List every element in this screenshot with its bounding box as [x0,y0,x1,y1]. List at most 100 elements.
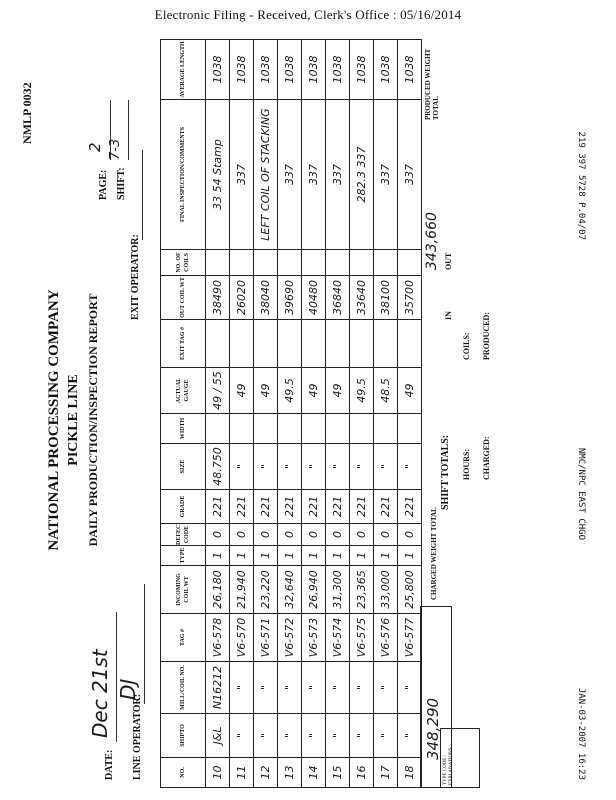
produced-label: PRODUCED: [482,312,491,360]
table-cell: 221 [253,489,278,524]
coils-label: COILS: [462,332,471,360]
table-cell: 1 [325,545,350,566]
table-cell: 221 [301,489,326,524]
table-cell: V6-573 [301,613,326,662]
table-cell [229,413,254,444]
table-cell: 1 [397,545,422,566]
table-cell: 1 [277,545,302,566]
column-header: ACTUAL GAUGE [160,367,206,414]
table-cell [349,249,374,276]
table-cell [277,249,302,276]
document-code: NMLP 0032 [20,82,34,144]
table-cell: " [325,443,350,490]
table-cell: 23,220 [253,565,278,614]
table-cell: 337 [301,99,326,250]
charged-weight-total-label: CHARGED WEIGHT TOTAL [430,507,438,600]
table-cell: 31,300 [325,565,350,614]
table-cell: 40480 [301,275,326,320]
table-cell: LEFT COIL OF STACKING [253,99,278,250]
line-name: PICKLE LINE [66,374,81,466]
hours-label: HOURS: [462,448,471,480]
table-cell [373,319,398,368]
fax-sender: NMC/NPC EAST CHGO [576,447,586,540]
date-underline [116,612,117,742]
table-cell: 1 [205,545,230,566]
table-cell: 1038 [325,39,350,100]
table-cell: 1038 [205,39,230,100]
table-cell: 26,940 [301,565,326,614]
column-header: TYPE [160,545,206,566]
filing-stamp: Electronic Filing - Received, Clerk's Of… [154,7,462,22]
table-cell: " [301,443,326,490]
table-cell: V6-574 [325,613,350,662]
table-cell: 49 [253,367,278,414]
table-cell: " [397,443,422,490]
column-header: AVERAGE LENGTH [160,39,206,100]
table-cell [253,319,278,368]
table-cell: " [253,713,278,758]
table-cell: 13 [277,757,302,788]
table-cell: " [349,713,374,758]
line-operator-underline [144,584,145,704]
table-cell: 1 [229,545,254,566]
table-cell: " [373,661,398,714]
table-cell: V6-577 [397,613,422,662]
column-header: INCOMING COIL WT [160,565,206,614]
table-cell: 221 [325,489,350,524]
table-cell: 221 [397,489,422,524]
table-cell: 221 [373,489,398,524]
table-cell: 49 [325,367,350,414]
shift-underline [128,100,129,160]
in-label: IN [444,311,453,320]
table-cell: 35700 [397,275,422,320]
table-cell: " [373,713,398,758]
table-cell: " [325,713,350,758]
table-cell: 337 [229,99,254,250]
table-cell: V6-571 [253,613,278,662]
table-cell: 11 [229,757,254,788]
table-cell: 221 [205,489,230,524]
table-cell: 33 54 Stamp [205,99,230,250]
table-cell: 337 [373,99,398,250]
table-cell: " [301,713,326,758]
table-cell: 12 [253,757,278,788]
company-name: NATIONAL PROCESSING COMPANY [46,289,62,551]
table-cell: " [253,661,278,714]
table-cell: 49 [229,367,254,414]
table-cell: 0 [253,523,278,546]
table-cell: 0 [229,523,254,546]
table-cell [205,319,230,368]
table-cell: " [349,443,374,490]
table-cell [349,413,374,444]
table-cell [205,249,230,276]
table-cell: 15 [325,757,350,788]
table-cell: " [229,661,254,714]
table-cell: 14 [301,757,326,788]
table-cell: 1038 [277,39,302,100]
table-cell: 1 [349,545,374,566]
report-title: DAILY PRODUCTION/INSPECTION REPORT [86,293,100,547]
column-header: DEFECT CODE [160,523,206,546]
fax-number-page: 219 397 5728 P.04/07 [576,131,586,240]
column-header: NO. [160,757,206,788]
table-cell: V6-570 [229,613,254,662]
table-cell: " [229,443,254,490]
table-cell: " [253,443,278,490]
table-cell: 0 [277,523,302,546]
produced-weight-total-value: 343,660 [424,212,440,270]
table-cell [301,249,326,276]
table-cell: 1038 [253,39,278,100]
shift-totals-label: SHIFT TOTALS: [440,434,451,510]
table-cell [325,249,350,276]
table-cell [325,413,350,444]
table-cell [277,413,302,444]
